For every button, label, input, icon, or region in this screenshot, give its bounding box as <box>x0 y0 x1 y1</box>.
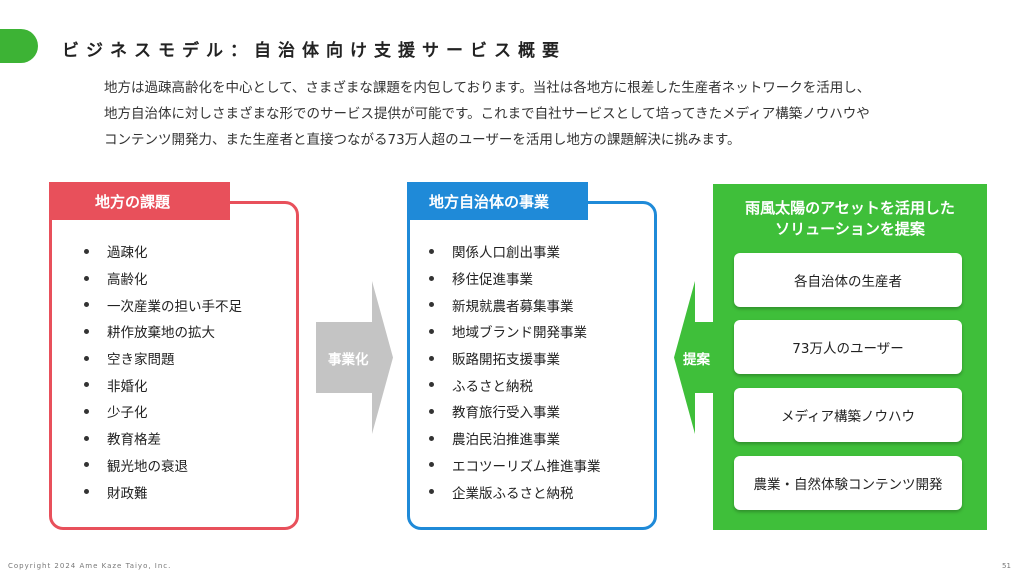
list-item-label: 教育旅行受入事業 <box>452 405 560 422</box>
list-item: 地域ブランド開発事業 <box>429 318 601 345</box>
list-item: 過疎化 <box>84 238 242 265</box>
list-item: 高齢化 <box>84 265 242 292</box>
list-item-label: 新規就農者募集事業 <box>452 298 574 315</box>
list-item: 販路開拓支援事業 <box>429 345 601 372</box>
list-item: 財政難 <box>84 478 242 505</box>
list-item-label: 高齢化 <box>107 272 148 289</box>
bullet-dot-icon <box>84 355 89 361</box>
bullet-dot-icon <box>429 275 434 281</box>
list-item-label: 一次産業の担い手不足 <box>107 298 242 315</box>
list-item-label: 過疎化 <box>107 245 148 262</box>
bullet-dot-icon <box>429 382 434 388</box>
list-item-label: 非婚化 <box>107 378 148 395</box>
list-item-label: 企業版ふるさと納税 <box>452 485 574 502</box>
bullet-dot-icon <box>429 489 434 495</box>
list-item: 空き家問題 <box>84 345 242 372</box>
bullet-dot-icon <box>84 275 89 281</box>
intro-line: コンテンツ開発力、また生産者と直接つながる73万人超のユーザーを活用し地方の課題… <box>104 132 741 148</box>
list-item-label: 移住促進事業 <box>452 272 533 289</box>
page-title: ビジネスモデル：自治体向け支援サービス概要 <box>62 41 566 61</box>
list-item: ふるさと納税 <box>429 371 601 398</box>
list-item: 一次産業の担い手不足 <box>84 291 242 318</box>
list-item-label: 観光地の衰退 <box>107 458 188 475</box>
list-item: エコツーリズム推進事業 <box>429 452 601 479</box>
list-item-label: ふるさと納税 <box>452 378 533 395</box>
arrow-label-commercialize: 事業化 <box>328 352 369 368</box>
bullet-dot-icon <box>84 489 89 495</box>
business-header: 地方自治体の事業 <box>407 182 588 220</box>
title-accent-tab <box>0 29 38 63</box>
list-item: 新規就農者募集事業 <box>429 291 601 318</box>
intro-line: 地方は過疎高齢化を中心として、さまざまな課題を内包しております。当社は各地方に根… <box>104 80 871 96</box>
page-number: 51 <box>1002 562 1011 570</box>
list-item: 観光地の衰退 <box>84 452 242 479</box>
bullet-dot-icon <box>429 355 434 361</box>
list-item-label: エコツーリズム推進事業 <box>452 458 601 475</box>
list-item-label: 販路開拓支援事業 <box>452 352 560 369</box>
bullet-dot-icon <box>429 248 434 254</box>
solution-card-users: 73万人のユーザー <box>734 320 962 374</box>
list-item: 少子化 <box>84 398 242 425</box>
bullet-dot-icon <box>84 462 89 468</box>
arrow-left-icon <box>674 281 724 434</box>
list-item: 耕作放棄地の拡大 <box>84 318 242 345</box>
bullet-dot-icon <box>429 462 434 468</box>
solution-card-producers: 各自治体の生産者 <box>734 253 962 307</box>
solution-card-content-development: 農業・自然体験コンテンツ開発 <box>734 456 962 510</box>
bullet-dot-icon <box>429 328 434 334</box>
bullet-dot-icon <box>84 382 89 388</box>
list-item: 関係人口創出事業 <box>429 238 601 265</box>
bullet-dot-icon <box>84 435 89 441</box>
list-item: 農泊民泊推進事業 <box>429 425 601 452</box>
list-item-label: 空き家問題 <box>107 352 175 369</box>
list-item-label: 関係人口創出事業 <box>452 245 560 262</box>
intro-paragraph: 地方は過疎高齢化を中心として、さまざまな課題を内包しております。当社は各地方に根… <box>104 75 984 153</box>
list-item: 企業版ふるさと納税 <box>429 478 601 505</box>
bullet-dot-icon <box>84 248 89 254</box>
solutions-title-line: 雨風太陽のアセットを活用した <box>745 199 955 217</box>
solutions-title: 雨風太陽のアセットを活用した ソリューションを提案 <box>713 198 987 240</box>
list-item: 教育格差 <box>84 425 242 452</box>
intro-line: 地方自治体に対しさまざまな形でのサービス提供が可能です。これまで自社サービスとし… <box>104 106 870 122</box>
bullet-dot-icon <box>84 408 89 414</box>
solution-card-media-knowhow: メディア構築ノウハウ <box>734 388 962 442</box>
business-panel <box>407 201 657 530</box>
list-item-label: 農泊民泊推進事業 <box>452 432 560 449</box>
arrow-right-icon <box>316 281 393 434</box>
bullet-dot-icon <box>84 328 89 334</box>
footer-copyright: Copyright 2024 Ame Kaze Taiyo, Inc. <box>8 562 172 570</box>
bullet-dot-icon <box>429 302 434 308</box>
business-list: 関係人口創出事業 移住促進事業 新規就農者募集事業 地域ブランド開発事業 販路開… <box>429 238 601 505</box>
list-item-label: 教育格差 <box>107 432 161 449</box>
bullet-dot-icon <box>429 435 434 441</box>
list-item: 移住促進事業 <box>429 265 601 292</box>
list-item: 非婚化 <box>84 371 242 398</box>
list-item-label: 少子化 <box>107 405 148 422</box>
challenges-panel <box>49 201 299 530</box>
arrow-label-propose: 提案 <box>683 352 710 368</box>
bullet-dot-icon <box>429 408 434 414</box>
list-item-label: 財政難 <box>107 485 148 502</box>
bullet-dot-icon <box>84 302 89 308</box>
challenges-header: 地方の課題 <box>49 182 230 220</box>
list-item: 教育旅行受入事業 <box>429 398 601 425</box>
list-item-label: 地域ブランド開発事業 <box>452 325 587 342</box>
challenges-list: 過疎化 高齢化 一次産業の担い手不足 耕作放棄地の拡大 空き家問題 非婚化 少子… <box>84 238 242 505</box>
list-item-label: 耕作放棄地の拡大 <box>107 325 215 342</box>
solutions-title-line: ソリューションを提案 <box>775 220 925 238</box>
